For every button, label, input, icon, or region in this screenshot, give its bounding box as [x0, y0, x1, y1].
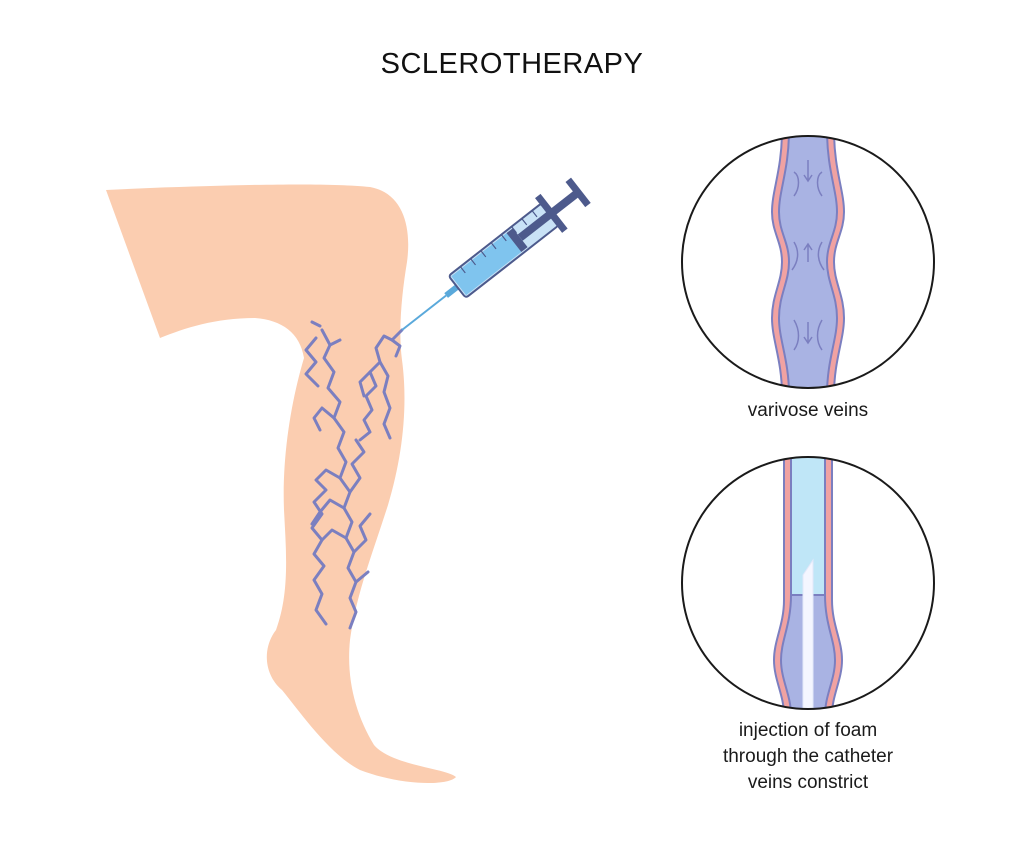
- leg-veins: [304, 320, 404, 630]
- vein-injection-branch-3: [390, 338, 402, 358]
- foam-injection-panel: [681, 456, 935, 710]
- vein-injection-site: [358, 328, 404, 442]
- vein-left-4: [320, 528, 348, 542]
- caption-line-1: injection of foam: [738, 720, 878, 741]
- varicose-vein-panel: [681, 135, 935, 389]
- syringe-tip: [444, 284, 460, 298]
- vein-left-2: [312, 406, 336, 432]
- leg-silhouette: [106, 184, 456, 784]
- caption-line-2: through the catheter: [722, 746, 894, 767]
- catheter: [802, 558, 814, 709]
- syringe-liquid: [451, 233, 522, 296]
- panel-circle-1: [681, 135, 935, 389]
- syringe-stopper: [506, 228, 528, 253]
- vein-upper-left: [310, 320, 342, 347]
- vein-right-2: [352, 512, 372, 554]
- panel-circle-2: [681, 456, 935, 710]
- syringe-scale: [459, 210, 538, 274]
- vein-right-1: [348, 438, 366, 494]
- syringe-plunger-cap: [565, 177, 591, 208]
- syringe: [401, 177, 591, 331]
- vein-injection-branch-2: [358, 370, 372, 398]
- foam-injection-caption: injection of foam through the catheter v…: [658, 718, 958, 796]
- vein-left-1: [304, 336, 320, 388]
- flow-arrows: [791, 160, 825, 351]
- vein-injection-branch-1: [378, 360, 392, 440]
- vein-right-3: [354, 570, 370, 584]
- vein-lumen: [777, 136, 839, 388]
- varicose-veins-caption: varivose veins: [747, 400, 869, 421]
- vein-left-5: [310, 498, 346, 526]
- vein-left-3: [310, 468, 342, 626]
- caption-line-3: veins constrict: [747, 772, 869, 793]
- syringe-plunger-rod: [517, 190, 580, 241]
- syringe-needle: [401, 294, 447, 331]
- page-title: SCLEROTHERAPY: [380, 48, 644, 80]
- leg: [106, 184, 456, 784]
